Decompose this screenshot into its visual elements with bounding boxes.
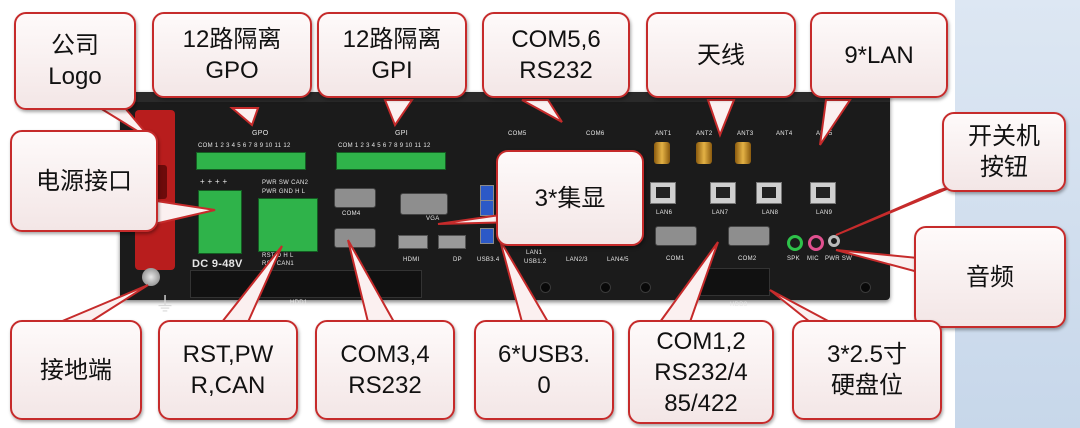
can1-sub-silk: RST CAN1 [262,261,294,267]
lan45-silk: LAN4/5 [607,257,629,263]
callout-gpo: 12路隔离 GPO [152,12,312,98]
gpo-silk: GPO [252,130,269,137]
lan1-silk: LAN1 [526,250,543,256]
background-panel [955,0,1080,428]
callout-lan-text: 9*LAN [844,41,914,69]
callout-antenna: 天线 [646,12,796,98]
usb12-silk: USB1.2 [524,259,547,265]
com1-port [655,226,697,246]
callout-logo: 公司 Logo [14,12,136,110]
dc-terminal [198,190,242,254]
callout-usb: 6*USB3. 0 [474,320,614,420]
callout-lan: 9*LAN [810,12,948,98]
gpi-pins-silk: COM 1 2 3 4 5 6 7 8 9 10 11 12 [338,143,431,149]
hdmi-silk: HDMI [403,257,420,263]
lan6-port [650,182,676,204]
com6-silk: COM6 [586,131,605,137]
callout-com34: COM3,4 RS232 [315,320,455,420]
screw-hole [600,282,611,293]
screw-hole [860,282,871,293]
callout-com12: COM1,2 RS232/4 85/422 [628,320,774,424]
screw-hole [540,282,551,293]
ant2-silk: ANT2 [696,131,713,137]
power-switch-button [828,235,840,247]
callout-usb-text: 6*USB3. 0 [497,341,591,399]
ground-symbol-icon: ⏚ [155,294,175,316]
ant4-silk: ANT4 [776,131,793,137]
callout-hdd-text: 3*2.5寸 硬盘位 [826,341,908,399]
callout-power-jack: 电源接口 [10,130,158,232]
callout-display-text: 3*集显 [534,184,606,212]
antenna-connector-1 [654,142,670,164]
speaker-jack [787,235,803,251]
ground-screw [142,268,160,286]
callout-display: 3*集显 [496,150,644,246]
callout-rst-pwr-can: RST,PW R,CAN [158,320,298,420]
callout-com56: COM5,6 RS232 [482,12,630,98]
mic-jack [808,235,824,251]
callout-gpo-text: 12路隔离 GPO [182,26,282,84]
com4-port [334,228,376,248]
lan7-port [710,182,736,204]
com1-silk: COM1 [666,256,685,262]
lan8-port [756,182,782,204]
callout-hdd: 3*2.5寸 硬盘位 [792,320,942,420]
lan23-silk: LAN2/3 [566,257,588,263]
pwr-gnd-hl-silk: PWR GND H L [262,189,306,195]
gpo-pins-silk: COM 1 2 3 4 5 6 7 8 9 10 11 12 [198,143,291,149]
com3-port [334,188,376,208]
usb-port [480,200,494,216]
dc-plus-silk: + + + + [200,177,228,186]
vga-port [400,193,448,215]
callout-antenna-text: 天线 [697,41,745,69]
callout-gpi-text: 12路隔离 GPI [342,26,442,84]
dp-silk: DP [453,257,462,263]
callout-com12-text: COM1,2 RS232/4 85/422 [654,327,748,417]
gpo-terminal [196,152,306,170]
hdd1-silk: HDD1 [290,300,308,306]
com2-silk: COM2 [738,256,757,262]
antenna-connector-3 [735,142,751,164]
callout-com34-text: COM3,4 RS232 [340,341,430,399]
callout-audio-text: 音频 [966,263,1014,291]
callout-power-switch-text: 开关机 按钮 [968,123,1040,181]
callout-power-jack-text: 电源接口 [36,167,132,195]
dc-label-silk: DC 9-48V [192,258,243,270]
callout-com56-text: COM5,6 RS232 [511,26,601,84]
lan7-silk: LAN7 [712,210,729,216]
pwr-sw-can2-silk: PWR SW CAN2 [262,180,309,186]
com2-port [728,226,770,246]
ant1-silk: ANT1 [655,131,672,137]
callout-rst-pwr-can-text: RST,PW R,CAN [182,341,274,399]
dp-port [438,235,466,249]
usb-port [480,228,494,244]
hdd1-bay [190,270,422,298]
hdmi-port [398,235,428,249]
callout-logo-text: 公司 Logo [48,32,102,90]
lan9-silk: LAN9 [816,210,833,216]
gpi-terminal [336,152,446,170]
callout-gpi: 12路隔离 GPI [317,12,467,98]
com4-silk: COM4 [342,211,361,217]
usb34-silk: USB3.4 [477,257,500,263]
hdd3-silk: HDD3 [730,302,748,308]
antenna-connector-2 [696,142,712,164]
vga-silk: VGA [426,216,440,222]
callout-ground: 接地端 [10,320,142,420]
gpi-silk: GPI [395,130,408,137]
lan9-port [810,182,836,204]
lan8-silk: LAN8 [762,210,779,216]
rst-pwr-can-terminal [258,198,318,252]
spk-silk: SPK [787,256,800,262]
pwr-sw-silk: PWR SW [825,256,853,262]
ant3-silk: ANT3 [737,131,754,137]
lan6-silk: LAN6 [656,210,673,216]
mic-silk: MIC [807,256,819,262]
com5-silk: COM5 [508,131,527,137]
callout-audio: 音频 [914,226,1066,328]
callout-power-switch: 开关机 按钮 [942,112,1066,192]
callout-ground-text: 接地端 [40,356,112,384]
screw-hole [640,282,651,293]
